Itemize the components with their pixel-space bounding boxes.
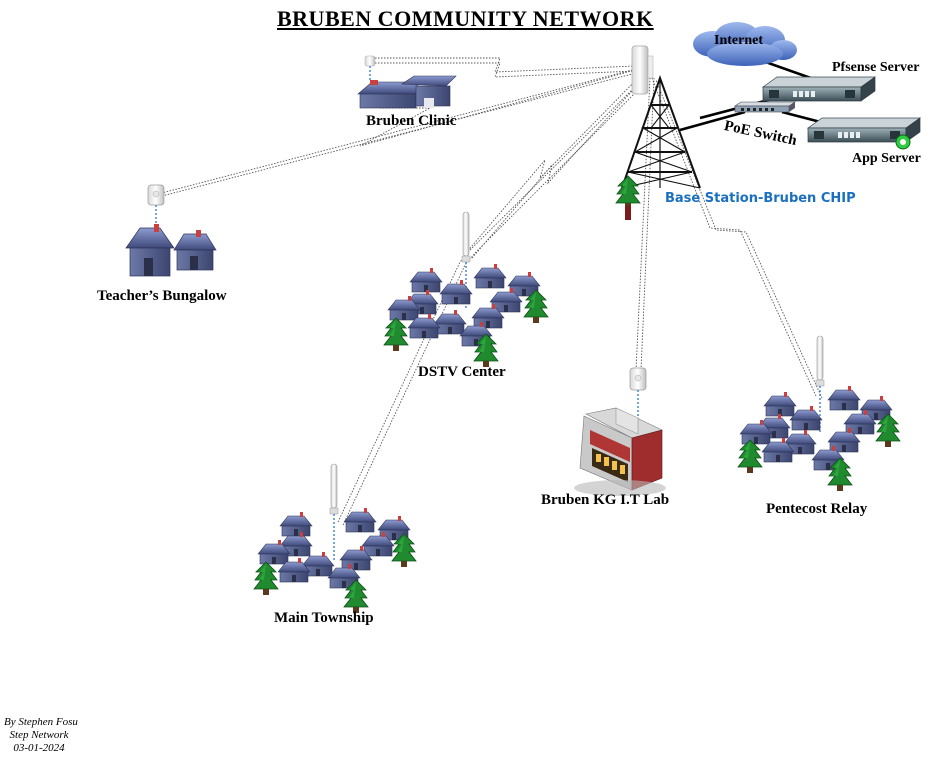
clinic-antenna-icon xyxy=(364,55,376,82)
township-houses-icon xyxy=(253,507,417,614)
tower-antenna-icon xyxy=(631,45,654,95)
link-dstv xyxy=(465,75,645,259)
clinic-icon xyxy=(357,75,457,109)
credit-date: 03-01-2024 xyxy=(13,742,65,754)
bungalow-antenna-icon xyxy=(147,184,165,223)
pfsense-server-icon xyxy=(762,76,876,102)
pfsense-label: Pfsense Server xyxy=(832,60,920,75)
author-credit: By Stephen Fosu Step Network 03-01-2024 xyxy=(4,716,78,755)
township-antenna-icon xyxy=(329,463,339,560)
clinic-label: Bruben Clinic xyxy=(366,113,457,129)
tower-icon xyxy=(621,75,701,189)
tower-tree-icon xyxy=(615,175,641,220)
switch-icon xyxy=(734,101,796,113)
app-server-icon xyxy=(807,117,921,150)
lab-building-icon xyxy=(574,407,666,496)
dstv-label: DSTV Center xyxy=(418,364,506,380)
base-station-label: Base Station-Bruben CHIP xyxy=(665,191,856,206)
link-pentecost xyxy=(651,77,823,399)
wireless-links xyxy=(157,57,823,526)
bungalow-icon xyxy=(125,224,217,277)
pentecost-label: Pentecost Relay xyxy=(766,501,868,517)
diagram-title: BRUBEN COMMUNITY NETWORK xyxy=(277,6,654,31)
link-clinic xyxy=(375,57,636,78)
credit-org: Step Network xyxy=(9,729,69,741)
lab-label: Bruben KG I.T Lab xyxy=(541,492,670,508)
link-bungalow xyxy=(157,69,637,197)
app-server-label: App Server xyxy=(852,151,921,166)
lab-antenna-icon xyxy=(629,367,647,420)
pentecost-houses-icon xyxy=(737,385,901,492)
township-label: Main Township xyxy=(274,610,374,626)
internet-label: Internet xyxy=(714,33,763,48)
cloud-icon xyxy=(693,22,797,66)
credit-author: By Stephen Fosu xyxy=(4,716,78,728)
bungalow-label: Teacher’s Bungalow xyxy=(97,288,227,304)
